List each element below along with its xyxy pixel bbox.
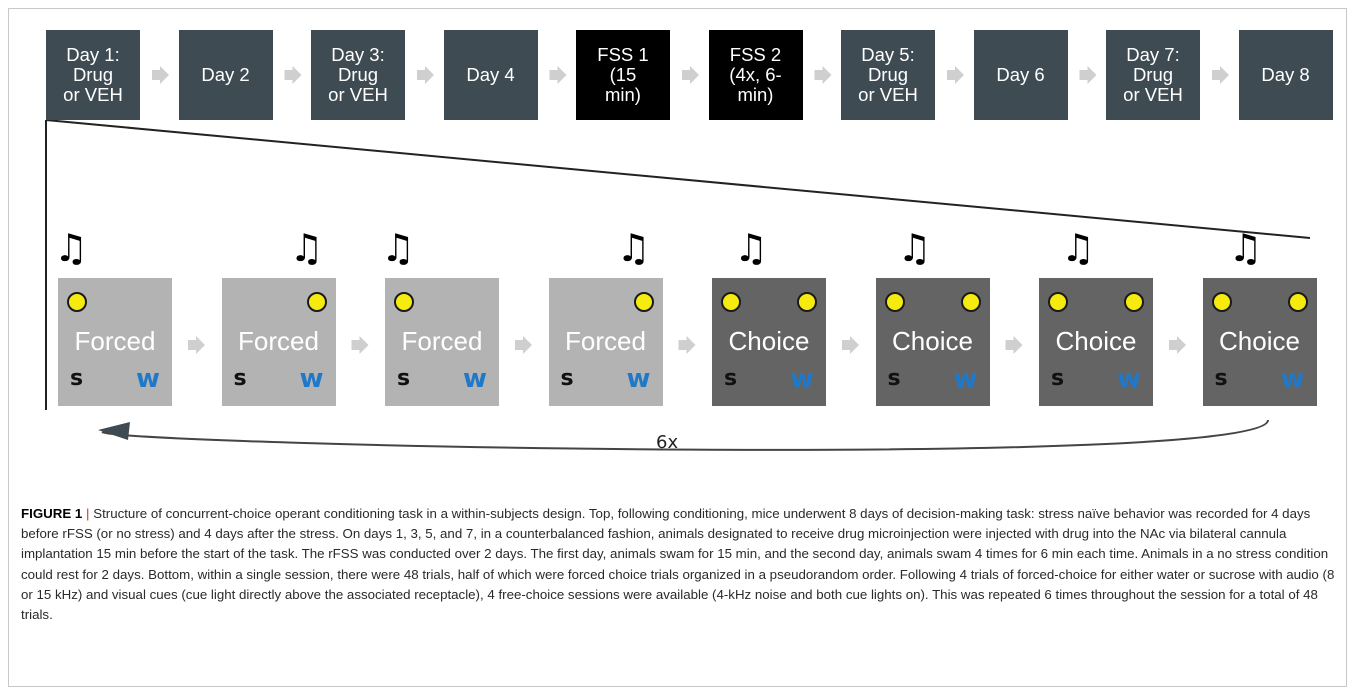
water-lever-label: w xyxy=(789,364,814,394)
cue-light-icon xyxy=(633,292,654,312)
arrow-group xyxy=(152,66,1229,354)
sucrose-lever-label: s xyxy=(560,366,574,391)
session-arrow xyxy=(1005,336,1023,354)
timeline-day-box: FSS 2 (4x, 6- min) xyxy=(708,30,803,120)
timeline-day-box: Day 4 xyxy=(443,30,538,120)
cue-light-icon xyxy=(394,292,414,312)
session-arrow xyxy=(515,336,532,354)
session-arrow xyxy=(842,336,859,354)
cue-light-icon xyxy=(1048,292,1068,312)
session-arrow xyxy=(678,336,696,354)
caption-separator: | xyxy=(86,506,90,521)
timeline-arrow xyxy=(947,66,964,84)
audio-cue-icon: ♫ xyxy=(289,226,324,270)
trial-label: Forced xyxy=(401,326,483,356)
timeline-day-box: Day 5: Drug or VEH xyxy=(841,30,935,120)
forced-trial-box: Forced s w xyxy=(221,278,336,406)
trial-label: Choice xyxy=(892,326,973,356)
timeline-day-box: Day 8 xyxy=(1238,30,1333,120)
session-arrow xyxy=(351,336,369,354)
audio-cue-icon: ♫ xyxy=(1228,226,1263,270)
timeline-arrow xyxy=(417,66,434,84)
sucrose-lever-label: s xyxy=(887,366,901,391)
session-arrow xyxy=(1169,336,1186,354)
audio-cue-icon: ♫ xyxy=(381,226,416,270)
water-lever-label: w xyxy=(1280,364,1305,394)
cue-light-icon xyxy=(306,292,327,312)
cue-light-icon xyxy=(1287,292,1308,312)
session-arrow xyxy=(188,336,205,354)
cue-light-icon xyxy=(1211,292,1232,312)
trial-label: Forced xyxy=(238,326,319,356)
timeline-day-box: FSS 1 (15 min) xyxy=(576,30,670,120)
figure-frame xyxy=(8,8,1347,687)
timeline-arrow xyxy=(152,66,169,84)
caption-label: FIGURE 1 xyxy=(21,506,83,521)
water-lever-label: w xyxy=(462,364,487,394)
sucrose-lever-label: s xyxy=(1051,366,1065,391)
sucrose-lever-label: s xyxy=(1214,366,1228,391)
trial-label: Choice xyxy=(728,326,810,356)
audio-cue-icon: ♫ xyxy=(897,226,932,270)
sucrose-lever-label: s xyxy=(70,366,84,391)
figure-caption: FIGURE 1 | Structure of concurrent-choic… xyxy=(21,504,1339,625)
water-lever-label: w xyxy=(953,364,978,394)
choice-trial-box: Choice s w xyxy=(1039,278,1153,406)
sucrose-lever-label: s xyxy=(233,366,247,391)
audio-cue-icon: ♫ xyxy=(616,226,651,270)
choice-trial-box: Choice s w xyxy=(712,278,826,406)
sucrose-lever-label: s xyxy=(397,366,411,391)
cue-light-icon xyxy=(960,292,981,312)
repeat-label: 6x xyxy=(656,432,679,453)
trial-label: Choice xyxy=(1055,326,1137,356)
zoom-line-diagonal xyxy=(45,119,1311,239)
timeline-arrow xyxy=(682,66,699,84)
timeline-arrow xyxy=(1079,66,1097,84)
water-lever-label: w xyxy=(1116,364,1141,394)
audio-cue-icon: ♫ xyxy=(734,226,769,270)
water-lever-label: w xyxy=(135,364,160,394)
timeline-day-box: Day 7: Drug or VEH xyxy=(1106,30,1200,120)
sucrose-lever-label: s xyxy=(724,366,738,391)
trial-label: Forced xyxy=(565,326,646,356)
forced-trial-box: Forced s w xyxy=(548,278,663,406)
cue-light-icon xyxy=(884,292,905,312)
repeat-arrow-head xyxy=(98,422,130,440)
cue-light-icon xyxy=(797,292,817,312)
audio-cue-icon: ♫ xyxy=(54,226,89,270)
water-lever-label: w xyxy=(299,364,324,394)
cue-light-icon xyxy=(1124,292,1144,312)
timeline-arrow xyxy=(1212,66,1229,84)
trial-label: Forced xyxy=(74,326,156,356)
timeline-arrow xyxy=(549,66,567,84)
choice-trial-box: Choice s w xyxy=(875,278,990,406)
timeline-day-box: Day 6 xyxy=(973,30,1068,120)
audio-cue-icon: ♫ xyxy=(1061,226,1096,270)
forced-trial-box: Forced s w xyxy=(385,278,499,406)
timeline-day-box: Day 3: Drug or VEH xyxy=(311,30,405,120)
cue-light-icon xyxy=(67,292,87,312)
timeline-arrow xyxy=(284,66,302,84)
water-lever-label: w xyxy=(626,364,651,394)
timeline-arrow xyxy=(814,66,832,84)
diagram-lines xyxy=(45,66,1311,451)
caption-text: Structure of concurrent-choice operant c… xyxy=(21,506,1335,623)
trial-label: Choice xyxy=(1219,326,1300,356)
repeat-arrow-curve xyxy=(101,419,1269,451)
timeline-day-box: Day 2 xyxy=(178,30,273,120)
forced-trial-box: Forced s w xyxy=(58,278,172,406)
cue-light-icon xyxy=(721,292,741,312)
choice-trial-box: Choice s w xyxy=(1202,278,1317,406)
timeline-day-box: Day 1: Drug or VEH xyxy=(46,30,140,120)
